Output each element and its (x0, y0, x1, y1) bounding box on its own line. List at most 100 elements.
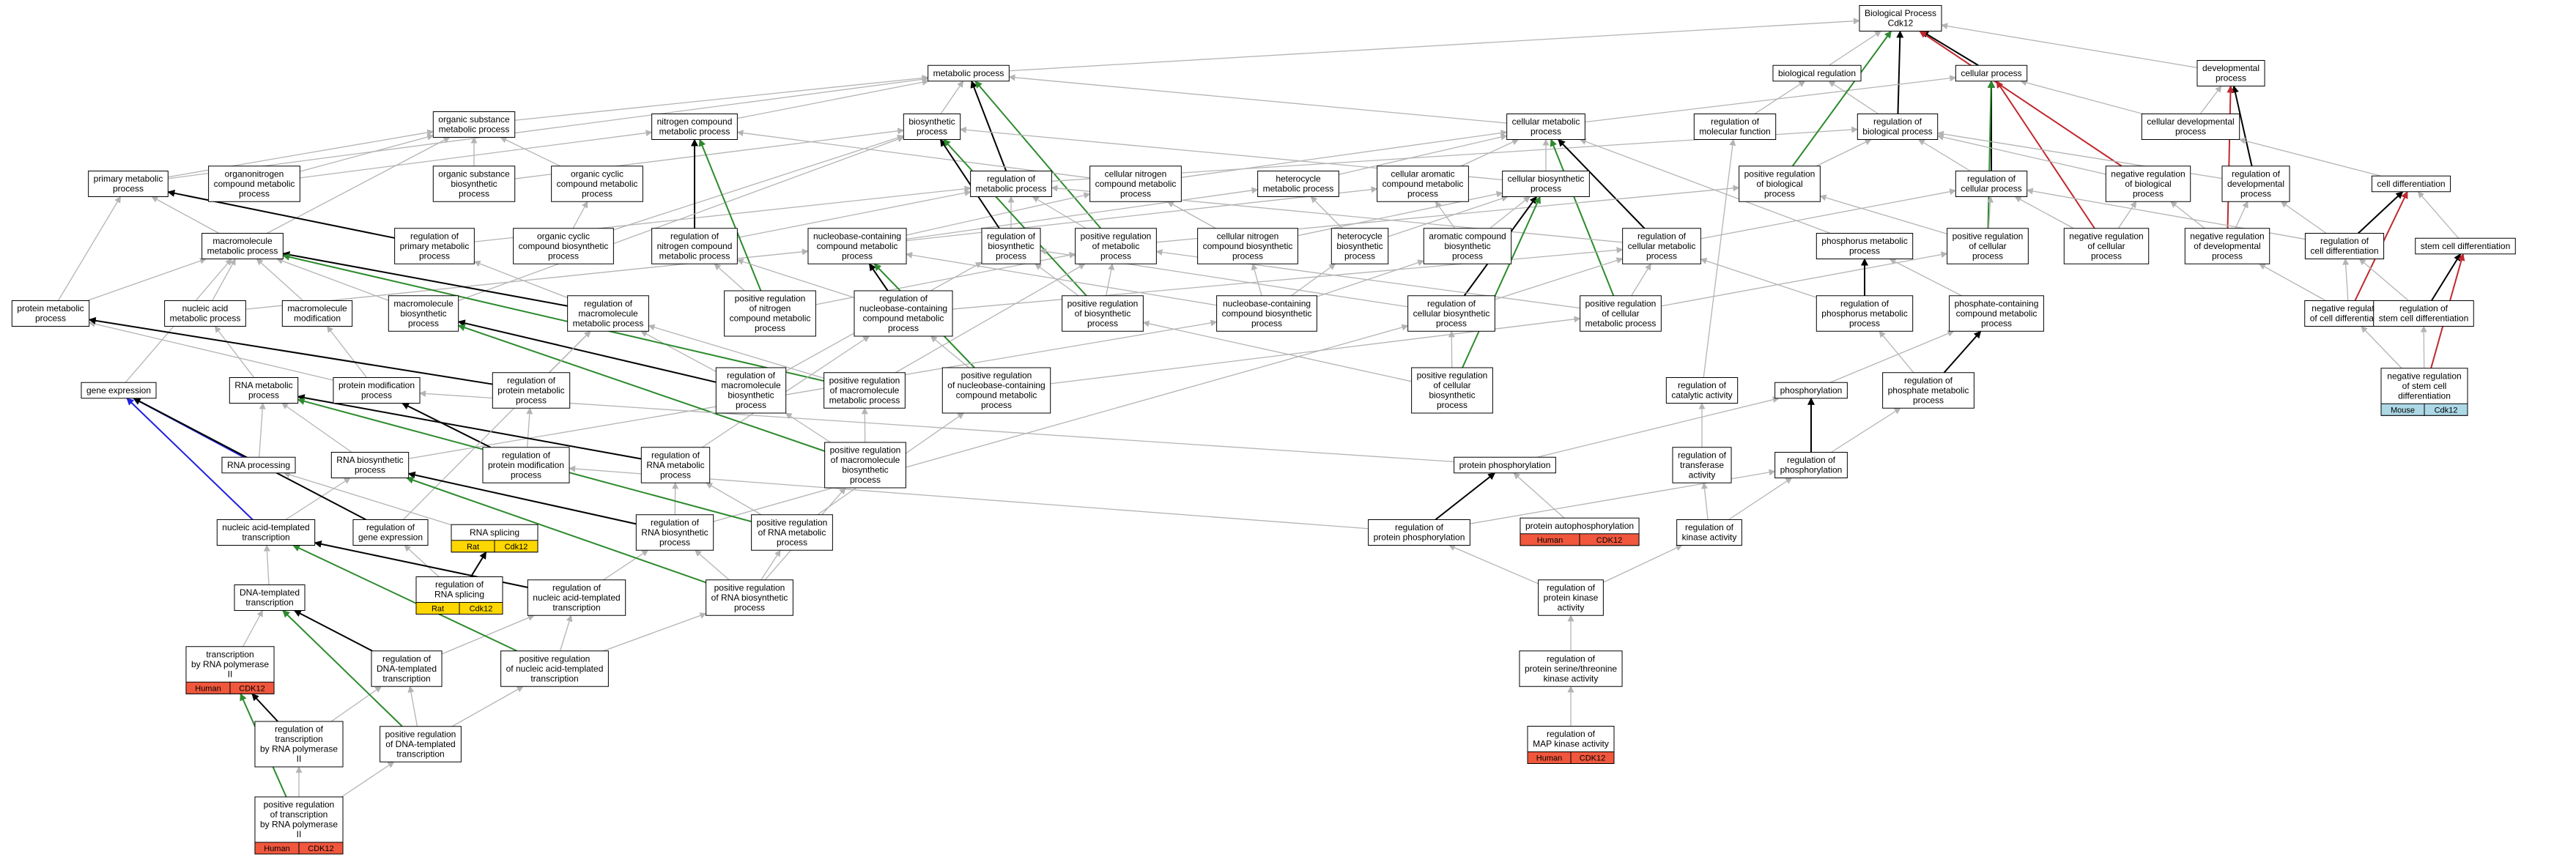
node-label-line: primary metabolic (94, 174, 163, 184)
node-label-line: process (2133, 188, 2164, 198)
go-term-node-regulation-of-macromolecule-biosynthetic-process[interactable]: regulation ofmacromoleculebiosyntheticpr… (715, 367, 787, 414)
go-term-node-biological-regulation[interactable]: biological regulation (1772, 64, 1862, 82)
go-term-node-metabolic-process[interactable]: metabolic process (928, 64, 1010, 82)
go-term-node-phosphorylation[interactable]: phosphorylation (1774, 382, 1848, 399)
go-term-node-protein-phosphorylation[interactable]: protein phosphorylation (1454, 456, 1556, 474)
go-term-node-cell-differentiation[interactable]: cell differentiation (2371, 175, 2451, 193)
go-term-node-cellular-process[interactable]: cellular process (1955, 64, 2028, 82)
go-term-node-rna-processing[interactable]: RNA processing (221, 456, 296, 474)
go-term-node-regulation-of-nucleobase-containing-compound-metabolic-process[interactable]: regulation ofnucleobase-containingcompou… (854, 290, 953, 337)
go-term-node-gene-expression[interactable]: gene expression (81, 382, 157, 399)
go-term-node-stem-cell-differentiation[interactable]: stem cell differentiation (2415, 237, 2516, 255)
